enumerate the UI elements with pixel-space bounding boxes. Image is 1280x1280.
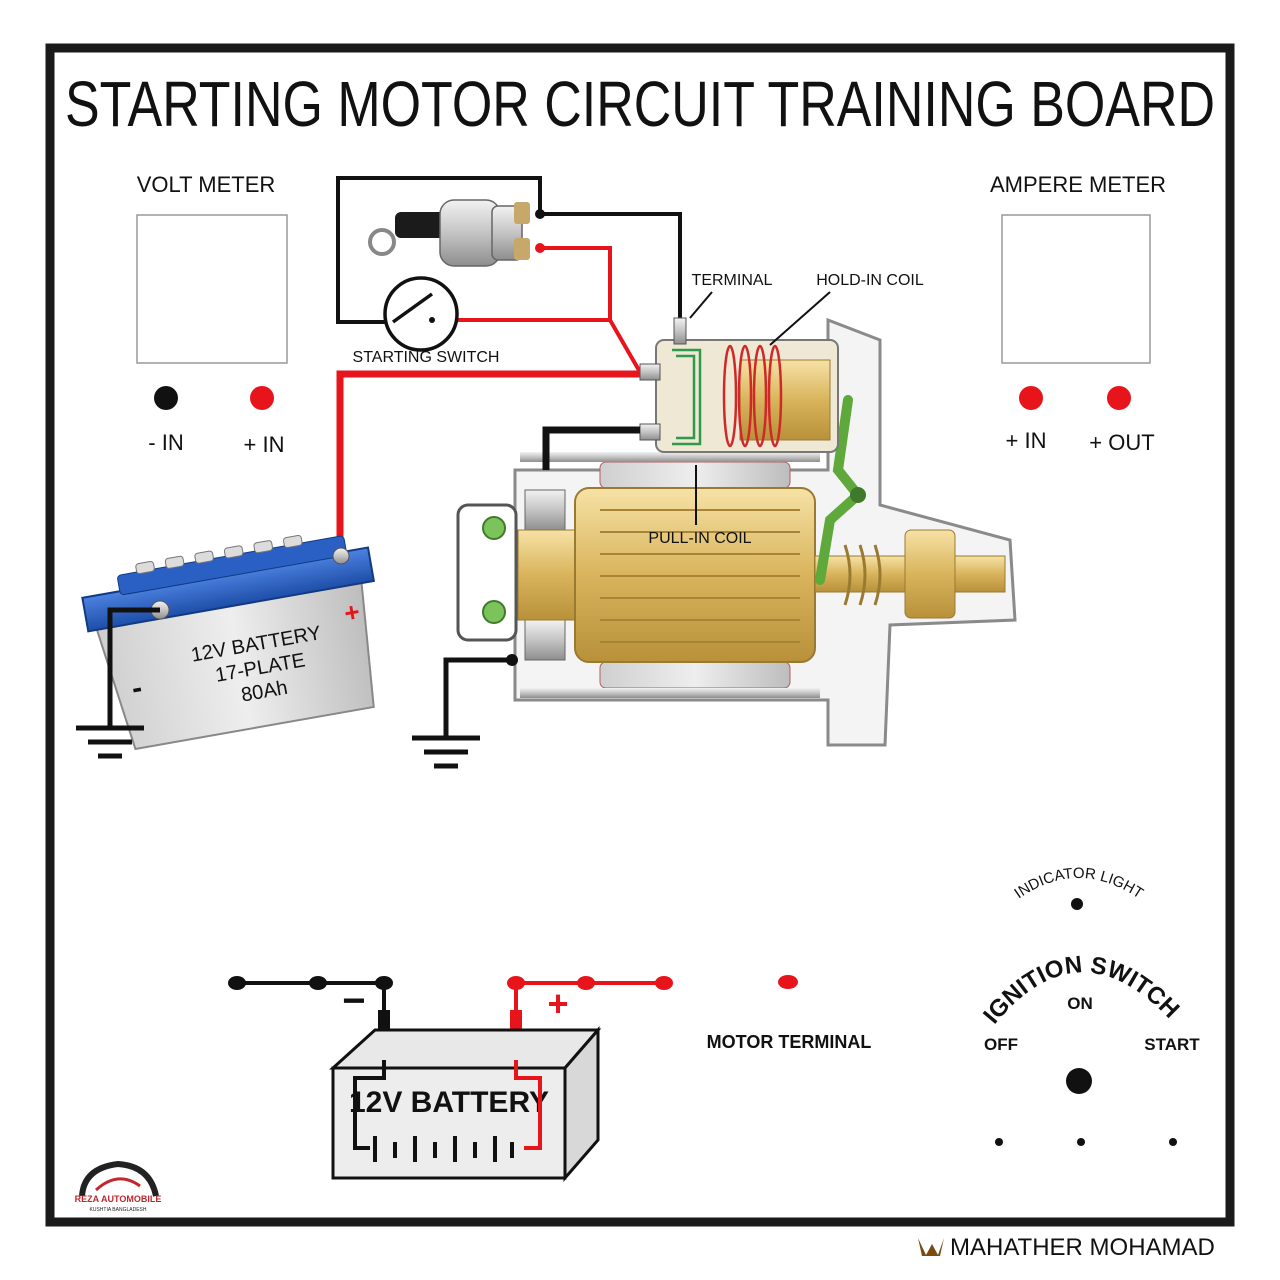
gear-icon xyxy=(79,1160,159,1197)
motor-ground-icon xyxy=(412,654,518,769)
volt-neg-label: - IN xyxy=(148,430,183,455)
ampere-meter: AMPERE METER + IN + OUT xyxy=(990,172,1166,455)
lever-pivot xyxy=(850,487,866,503)
ignition-on-label: ON xyxy=(1067,994,1093,1013)
switch-contact xyxy=(429,317,435,323)
key-switch-icon xyxy=(368,199,545,267)
ignition-off-contact[interactable] xyxy=(995,1138,1003,1146)
ampere-out-label: + OUT xyxy=(1089,430,1154,455)
schematic-cells xyxy=(373,1136,514,1162)
ampere-meter-display xyxy=(1001,214,1151,364)
ignition-start-contact[interactable] xyxy=(1169,1138,1177,1146)
neg-socket-2[interactable] xyxy=(309,976,327,990)
through-bolt-bottom xyxy=(520,688,820,698)
motor-terminal-label: MOTOR TERMINAL xyxy=(707,1032,872,1052)
pull-in-coil-winding xyxy=(672,348,702,446)
bearing-top xyxy=(482,516,506,540)
starter-motor xyxy=(456,317,1017,747)
battery-ground-icon xyxy=(76,607,160,759)
battery-pos-post[interactable] xyxy=(332,547,350,565)
ignition-knob[interactable] xyxy=(1066,1068,1092,1094)
crown-icon xyxy=(918,1238,944,1256)
battery-stud[interactable] xyxy=(639,363,661,381)
commutator xyxy=(517,529,579,621)
black-wire-terminal xyxy=(540,212,682,318)
bearing-bottom xyxy=(482,600,506,624)
battery-plus-mark: + xyxy=(342,596,362,628)
pull-in-coil-label: PULL-IN COIL xyxy=(648,530,751,547)
motor-field-cable xyxy=(542,426,640,470)
ampere-in-terminal[interactable] xyxy=(1019,386,1043,410)
page-title: STARTING MOTOR CIRCUIT TRAINING BOARD xyxy=(65,68,1215,140)
red-wire-key xyxy=(540,246,642,373)
brush-bottom xyxy=(524,619,566,661)
schematic-battery-top xyxy=(329,1028,602,1070)
starting-switch[interactable] xyxy=(383,276,459,352)
car-swoosh-icon xyxy=(94,1177,141,1192)
key-switch-circuit: STARTING SWITCH xyxy=(336,176,682,373)
schematic-battery-body xyxy=(331,1066,567,1180)
s-terminal[interactable] xyxy=(673,317,687,345)
battery-caps xyxy=(135,534,303,575)
pinion-gear xyxy=(904,529,956,619)
ignition-off-label: OFF xyxy=(984,1035,1018,1054)
pos-socket-3[interactable] xyxy=(655,976,673,990)
pos-socket-2[interactable] xyxy=(577,976,595,990)
black-wire-loop xyxy=(336,176,542,324)
credit: MAHATHER MOHAMAD xyxy=(918,1234,1215,1261)
volt-meter-display xyxy=(136,214,288,364)
schematic-plus: + xyxy=(547,983,568,1024)
schematic-battery-section: − + 12V BATTERY xyxy=(228,976,673,1183)
credit-text: MAHATHER MOHAMAD xyxy=(950,1234,1215,1261)
field-coil-bottom xyxy=(599,661,791,689)
starting-switch-label: STARTING SWITCH xyxy=(353,349,500,366)
terminal-arrow xyxy=(689,291,713,319)
battery-positive-cable xyxy=(336,370,640,548)
through-bolt-top xyxy=(520,452,820,462)
ampere-meter-label: AMPERE METER xyxy=(990,172,1166,197)
motor-stud[interactable] xyxy=(639,423,661,441)
terminal-label: TERMINAL xyxy=(692,272,773,289)
volt-meter: VOLT METER - IN + IN xyxy=(136,172,288,457)
volt-pos-label: + IN xyxy=(244,432,285,457)
ampere-out-terminal[interactable] xyxy=(1107,386,1131,410)
hold-in-arrow xyxy=(769,291,831,346)
hold-in-coil-label: HOLD-IN COIL xyxy=(816,272,924,289)
ignition-on-contact[interactable] xyxy=(1077,1138,1085,1146)
volt-meter-pos-terminal[interactable] xyxy=(250,386,274,410)
volt-meter-label: VOLT METER xyxy=(137,172,276,197)
hold-in-coil-winding xyxy=(722,344,783,448)
solenoid xyxy=(639,317,839,453)
neg-socket-1[interactable] xyxy=(228,976,246,990)
motor-terminal-socket[interactable] xyxy=(778,975,798,989)
starting-switch-blade xyxy=(391,292,434,324)
schematic-battery-label: 12V BATTERY xyxy=(349,1086,549,1119)
armature-slots xyxy=(600,509,800,643)
brush-top xyxy=(524,489,566,531)
schematic-minus: − xyxy=(342,979,365,1023)
volt-meter-neg-terminal[interactable] xyxy=(154,386,178,410)
ampere-in-label: + IN xyxy=(1006,428,1047,453)
logo-name: REZA AUTOMOBILE xyxy=(75,1194,162,1204)
ignition-start-label: START xyxy=(1144,1035,1200,1054)
reza-automobile-logo: REZA AUTOMOBILE KUSHTIA BANGLADESH xyxy=(75,1160,162,1213)
indicator-light[interactable] xyxy=(1071,898,1083,910)
logo-sub: KUSHTIA BANGLADESH xyxy=(90,1207,147,1213)
drive-spring xyxy=(843,544,882,606)
